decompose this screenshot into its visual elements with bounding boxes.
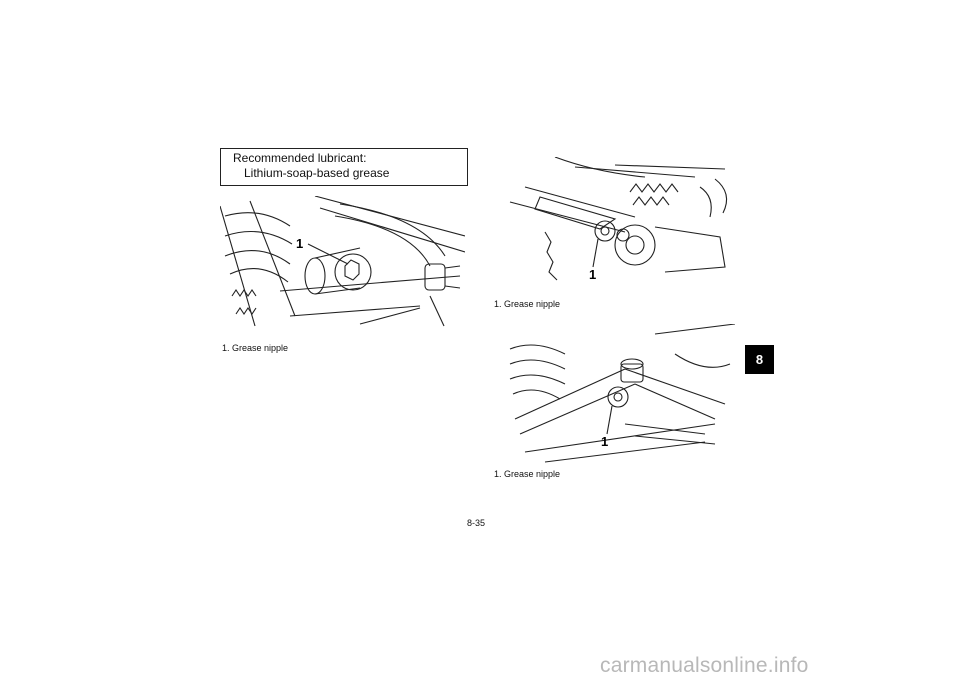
recommended-lubricant-box: Recommended lubricant: Lithium-soap-base… bbox=[220, 148, 468, 186]
spec-value: Lithium-soap-based grease bbox=[244, 166, 390, 180]
figure-3-illustration: 1 bbox=[509, 324, 735, 463]
chapter-tab: 8 bbox=[745, 345, 774, 374]
spec-label: Recommended lubricant: bbox=[233, 151, 367, 165]
figure-2-callout: 1 bbox=[589, 267, 596, 282]
page-number: 8-35 bbox=[467, 518, 486, 528]
figure-1-illustration: 1 bbox=[220, 196, 465, 327]
figure-3-callout: 1 bbox=[601, 434, 608, 449]
figure-1-callout: 1 bbox=[296, 236, 303, 251]
figure-2-caption: 1. Grease nipple bbox=[494, 299, 561, 309]
figure-1-caption: 1. Grease nipple bbox=[222, 343, 289, 353]
figure-2-illustration: 1 bbox=[509, 157, 728, 282]
watermark: carmanualsonline.info bbox=[600, 654, 809, 677]
figure-3-caption: 1. Grease nipple bbox=[494, 469, 561, 479]
